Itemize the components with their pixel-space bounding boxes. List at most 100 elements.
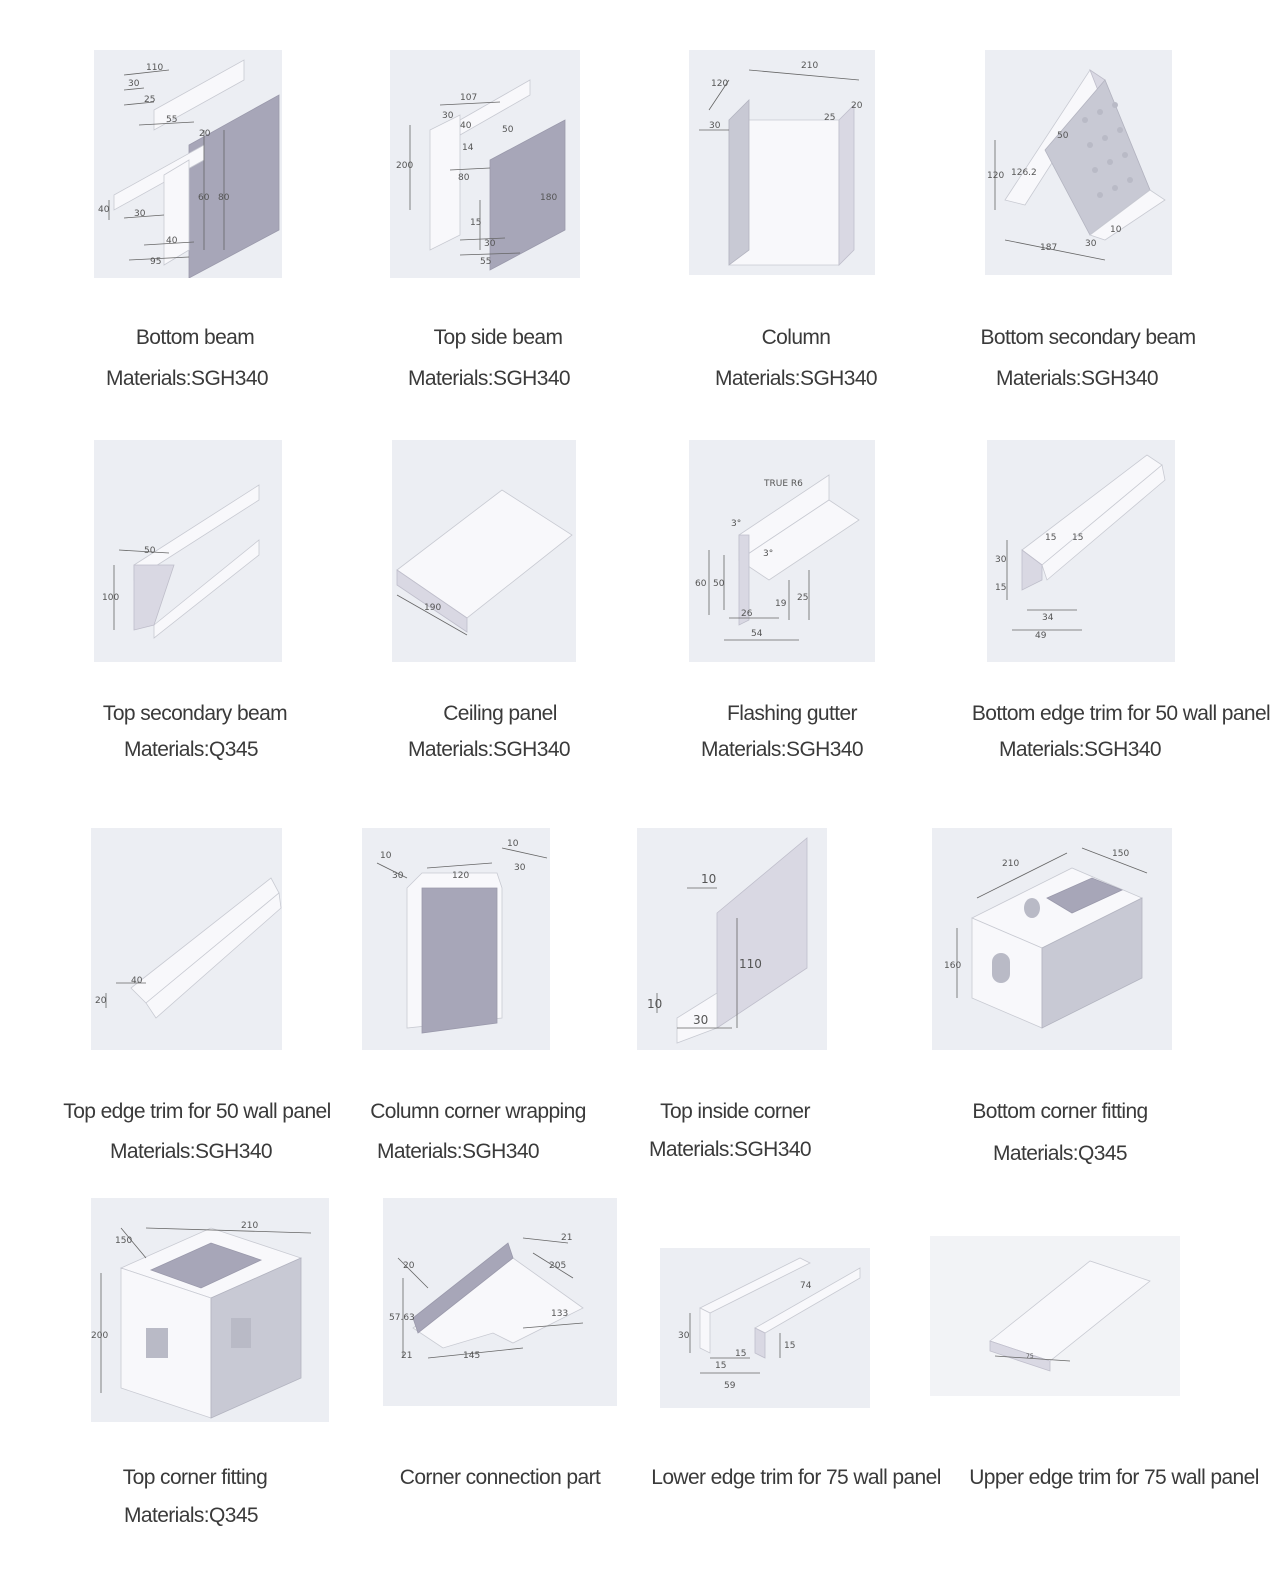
part-card-bottom-edge-trim-50: 30 15 15 15 34 49 Bottom edge trim for 5…: [960, 392, 1280, 784]
part-drawing: 30 15 15 15 34 49: [987, 440, 1175, 662]
part-drawing: 75: [930, 1236, 1180, 1396]
dim-label: 21: [561, 1233, 572, 1243]
part-drawing: 210 120 30 25 20: [689, 50, 875, 275]
dim-label: 107: [460, 93, 477, 103]
part-title: Top edge trim for 50 wall panel: [63, 1100, 331, 1123]
dim-label: 25: [824, 113, 835, 123]
dim-label: 210: [801, 61, 818, 71]
dim-label: 30: [392, 871, 404, 881]
dim-label: 40: [166, 236, 178, 246]
part-title: Bottom secondary beam: [980, 326, 1196, 349]
dim-label: 3°: [763, 549, 773, 559]
dim-label: 120: [987, 171, 1004, 181]
part-drawing: 210 150 200: [91, 1198, 329, 1422]
dim-label: 15: [995, 583, 1006, 593]
dim-label: 20: [851, 101, 863, 111]
dim-label: 34: [1042, 613, 1054, 623]
dim-label: 200: [91, 1331, 108, 1341]
dim-label: 10: [380, 851, 392, 861]
corner-connection-part-drawing: 20 21 205 57.63 133 21 145: [389, 1233, 584, 1361]
dim-label: 55: [480, 257, 491, 267]
part-drawing: 110 30 25 55 20 60 80 40 30 40 95: [94, 50, 282, 278]
bottom-secondary-beam-drawing: 50 120 126.2 10 30 187: [987, 68, 1166, 261]
part-material: Materials:SGH340: [996, 367, 1159, 390]
part-drawing: 190: [392, 440, 576, 662]
bottom-corner-fitting-drawing: 210 150 160: [944, 847, 1148, 1029]
dim-label: 100: [102, 593, 119, 603]
part-title: Top inside corner: [660, 1100, 810, 1123]
part-title: Flashing gutter: [727, 702, 858, 725]
part-material: Materials:Q345: [993, 1142, 1128, 1165]
dim-label: 54: [751, 629, 763, 639]
dim-label: 21: [401, 1351, 412, 1361]
part-material: Materials:SGH340: [408, 738, 571, 761]
bottom-edge-trim-50-drawing: 30 15 15 15 34 49: [995, 454, 1166, 641]
top-secondary-beam-drawing: 50 100: [102, 484, 260, 639]
dim-label: 15: [470, 218, 481, 228]
dim-label: 20: [95, 996, 107, 1006]
dim-label: 190: [424, 603, 441, 613]
part-card-corner-connection-part: 20 21 205 57.63 133 21 145 Corner connec…: [320, 1176, 640, 1568]
dim-label: 25: [144, 95, 155, 105]
dim-label: 30: [442, 111, 454, 121]
part-drawing: 20 21 205 57.63 133 21 145: [383, 1198, 617, 1406]
part-card-column-corner-wrapping: 10 30 120 10 30 Column corner wrapping M…: [320, 784, 640, 1176]
top-side-beam-drawing: 107 30 40 200 50 14 80 180 15 30 55: [396, 79, 566, 271]
dim-label: 30: [1085, 239, 1097, 249]
part-title: Upper edge trim for 75 wall panel: [969, 1466, 1259, 1489]
flashing-gutter-drawing: TRUE R6 3° 3° 60 50 19 25 26 54: [695, 474, 860, 641]
part-drawing: 10 30 120 10 30: [362, 828, 550, 1050]
part-card-top-side-beam: 107 30 40 200 50 14 80 180 15 30 55 Top …: [320, 0, 640, 392]
part-material: Materials:SGH340: [110, 1140, 273, 1163]
dim-label: 40: [98, 205, 110, 215]
dim-label: 210: [241, 1221, 258, 1231]
part-card-bottom-corner-fitting: 210 150 160 Bottom corner fitting Materi…: [932, 784, 1280, 1176]
dim-label: 150: [115, 1236, 132, 1246]
dim-label: 110: [146, 63, 163, 73]
part-title: Corner connection part: [399, 1466, 601, 1489]
dim-label: 74: [800, 1281, 812, 1291]
part-drawing: TRUE R6 3° 3° 60 50 19 25 26 54: [689, 440, 875, 662]
dim-label: 30: [709, 121, 721, 131]
part-drawing: 210 150 160: [932, 828, 1172, 1050]
part-card-top-corner-fitting: 210 150 200 Top corner fitting Materials…: [0, 1176, 329, 1568]
top-inside-corner-drawing: 10 110 10 30: [647, 837, 808, 1044]
dim-label: 80: [458, 173, 470, 183]
dim-label: 20: [403, 1261, 415, 1271]
dim-label: 75: [1026, 1353, 1034, 1360]
dim-label: 55: [166, 115, 177, 125]
dim-label: 145: [463, 1351, 480, 1361]
part-title: Top side beam: [433, 326, 563, 349]
column-corner-wrapping-drawing: 10 30 120 10 30: [376, 839, 548, 1034]
part-material: Materials:SGH340: [701, 738, 864, 761]
bottom-beam-drawing: 110 30 25 55 20 60 80 40 30 40 95: [98, 59, 280, 278]
part-material: Materials:SGH340: [999, 738, 1162, 761]
part-material: Materials:Q345: [124, 1504, 259, 1527]
dim-label: TRUE R6: [763, 479, 803, 489]
column-drawing: 210 120 30 25 20: [699, 61, 863, 266]
ceiling-panel-drawing: 190: [396, 489, 573, 636]
dim-label: 3°: [731, 519, 741, 529]
dim-label: 210: [1002, 859, 1019, 869]
part-card-column: 210 120 30 25 20 Column Materials:SGH340: [640, 0, 960, 392]
dim-label: 10: [1110, 225, 1122, 235]
dim-label: 49: [1035, 631, 1047, 641]
dim-label: 205: [549, 1261, 566, 1271]
part-title: Column corner wrapping: [370, 1100, 586, 1123]
upper-edge-trim-75-drawing: 75: [989, 1260, 1151, 1372]
dim-label: 10: [507, 839, 519, 849]
part-card-lower-edge-trim-75: 74 30 15 15 15 59 Lower edge trim for 75…: [640, 1176, 960, 1568]
dim-label: 15: [784, 1341, 795, 1351]
part-drawing: 40 20: [91, 828, 282, 1050]
lower-edge-trim-75-drawing: 74 30 15 15 15 59: [678, 1257, 861, 1391]
dim-label: 150: [1112, 849, 1129, 859]
dim-label: 30: [128, 79, 140, 89]
dim-label: 30: [514, 863, 526, 873]
dim-label: 120: [452, 871, 469, 881]
dim-label: 40: [131, 976, 143, 986]
dim-label: 57.63: [389, 1313, 415, 1323]
part-material: Materials:SGH340: [106, 367, 269, 390]
part-card-bottom-beam: 110 30 25 55 20 60 80 40 30 40 95 Bottom…: [0, 0, 320, 392]
dim-label: 50: [1057, 131, 1069, 141]
part-drawing: 10 110 10 30: [637, 828, 827, 1050]
